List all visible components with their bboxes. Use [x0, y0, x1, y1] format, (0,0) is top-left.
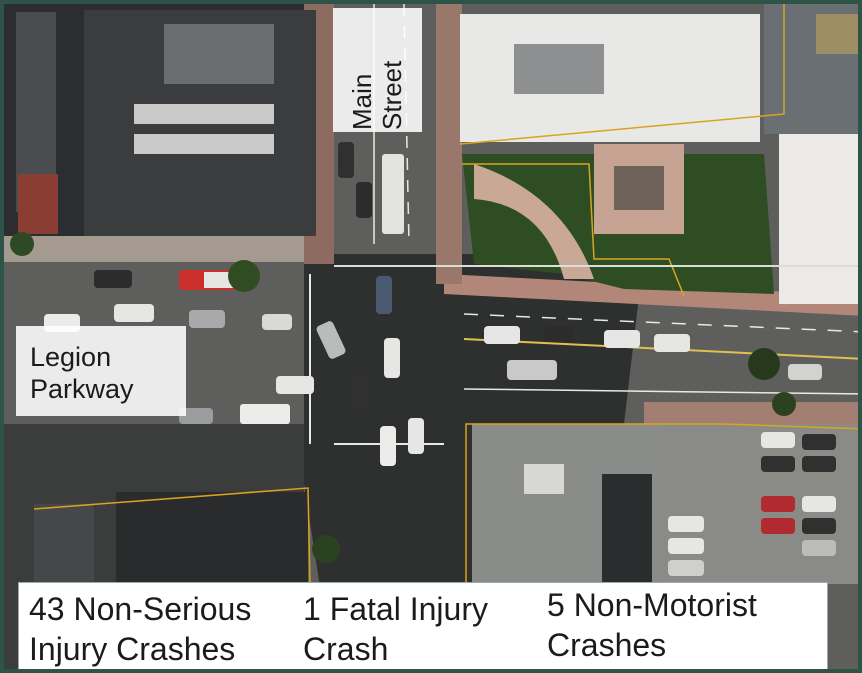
- vehicles: [44, 142, 836, 576]
- stat-line: Crash: [303, 631, 389, 667]
- street-label-line: Legion: [30, 342, 112, 372]
- stat-line: Crashes: [547, 627, 667, 663]
- sidewalk-north-west: [4, 236, 334, 262]
- stat-line: Injury Crashes: [29, 631, 236, 667]
- rooftop-unit: [164, 24, 274, 84]
- rooftop-unit: [524, 464, 564, 494]
- park-walkway: [474, 164, 594, 279]
- rooftop-unit: [514, 44, 604, 94]
- lane-line: [463, 388, 858, 395]
- building-southwest: [116, 492, 308, 592]
- stat-non-motorist: 5 Non-Motorist Crashes: [547, 585, 757, 665]
- stat-line: 43 Non-Serious: [29, 591, 252, 627]
- monument: [614, 166, 664, 210]
- building-east: [779, 134, 858, 304]
- trees: [10, 232, 796, 563]
- sidewalk-south-east: [644, 402, 858, 424]
- street-label-main-street: Main Street: [333, 8, 422, 132]
- stat-non-serious-injury: 43 Non-Serious Injury Crashes: [29, 589, 251, 669]
- building-northeast: [460, 14, 760, 142]
- roof-detail: [816, 14, 858, 54]
- building-southwest-annex: [34, 504, 94, 584]
- stat-line: 5 Non-Motorist: [547, 587, 757, 623]
- rooftop-unit: [602, 474, 652, 584]
- parcel-line: [33, 487, 311, 585]
- street-label-line: Main: [347, 73, 377, 130]
- street-label-line: Street: [377, 60, 407, 130]
- crash-stats-panel: 43 Non-Serious Injury Crashes 1 Fatal In…: [18, 582, 828, 669]
- parcel-line: [462, 163, 685, 297]
- stat-fatal-injury: 1 Fatal Injury Crash: [303, 589, 488, 669]
- aerial-map[interactable]: [4, 4, 862, 673]
- street-label-line: Parkway: [30, 374, 134, 404]
- sidewalk-main-east: [436, 4, 462, 284]
- rooftop-unit: [134, 104, 274, 124]
- brick-plaza: [18, 174, 58, 234]
- street-label-legion-parkway: Legion Parkway: [16, 326, 186, 416]
- parcel-line: [465, 423, 858, 584]
- sidewalk-north-east: [444, 274, 858, 316]
- stat-line: 1 Fatal Injury: [303, 591, 488, 627]
- parcel-line: [459, 4, 785, 145]
- rooftop-unit: [134, 134, 274, 154]
